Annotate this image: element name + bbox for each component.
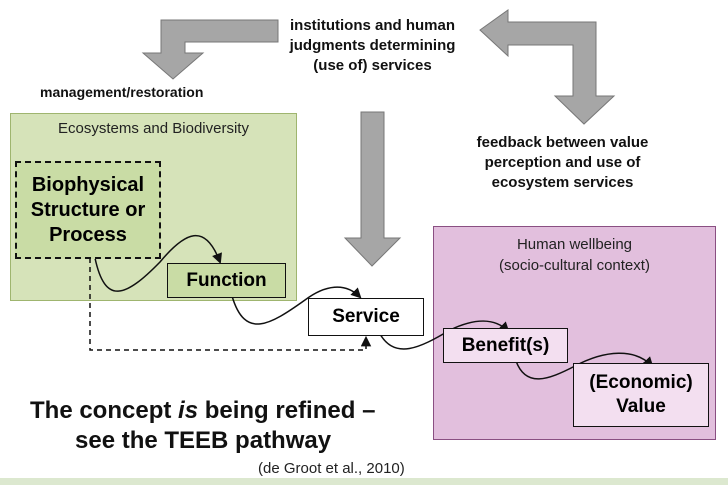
feedback-arrow xyxy=(479,9,616,125)
ecosystems-panel-title: Ecosystems and Biodiversity xyxy=(58,120,249,137)
service-box: Service xyxy=(308,298,424,336)
concept-prefix: The concept xyxy=(30,397,179,424)
function-to-service-connector xyxy=(231,286,362,325)
institutions-label: institutions and human judgments determi… xyxy=(289,17,456,74)
management-arrow xyxy=(141,19,279,80)
biophysical-to-service-dashed-connector xyxy=(89,258,372,351)
concept-headline-line1: The concept is being refined – xyxy=(30,397,375,425)
benefits-label: Benefit(s) xyxy=(461,334,550,356)
benefits-box: Benefit(s) xyxy=(443,328,568,363)
biophysical-label: Biophysical Structure or Process xyxy=(30,173,146,246)
concept-headline-line2: see the TEEB pathway xyxy=(75,427,332,454)
concept-italic: is xyxy=(178,397,199,424)
management-restoration-label: management/restoration xyxy=(40,84,204,100)
biophysical-to-function-connector xyxy=(94,234,222,292)
citation: (de Groot et al., 2010) xyxy=(258,460,405,477)
economic-value-box: (Economic) Value xyxy=(573,363,709,427)
feedback-label: feedback between value perception and us… xyxy=(476,134,649,191)
biophysical-structure-box: Biophysical Structure or Process xyxy=(15,161,161,259)
human-wellbeing-title-line1: Human wellbeing xyxy=(516,236,633,253)
human-wellbeing-title: Human wellbeing (socio-cultural context) xyxy=(433,234,716,276)
concept-suffix: being refined – xyxy=(198,397,376,424)
value-line1: (Economic) xyxy=(589,372,693,393)
bottom-decorative-bar xyxy=(0,478,728,485)
human-wellbeing-title-line2: (socio-cultural context) xyxy=(499,257,650,274)
value-line2: Value xyxy=(616,396,666,417)
function-box: Function xyxy=(167,263,286,298)
service-label: Service xyxy=(332,306,400,327)
institutions-down-arrow xyxy=(343,111,402,267)
function-label: Function xyxy=(186,269,267,291)
